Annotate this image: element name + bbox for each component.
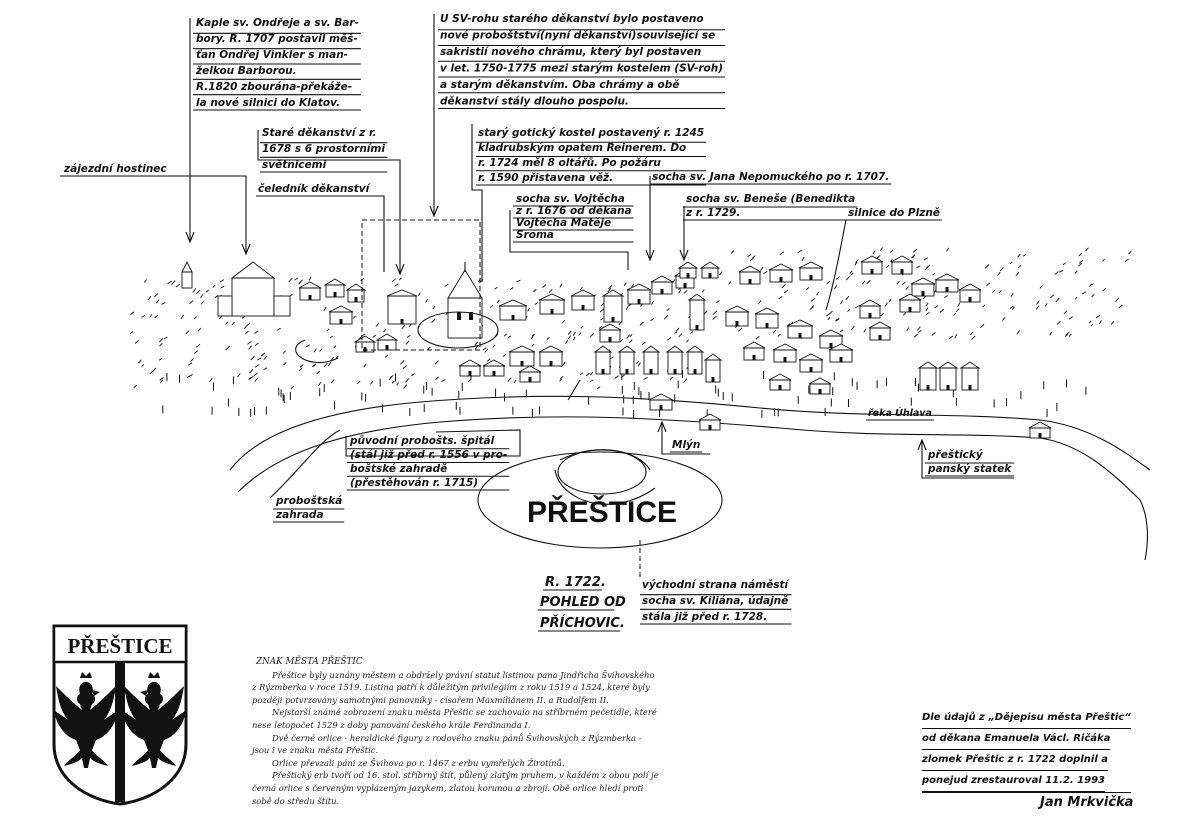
- label-line: (stál již před r. 1556 v pro-: [350, 449, 507, 461]
- label-line: děkanství stály dlouho pospolu.: [440, 96, 629, 108]
- label-line: přeštický: [927, 449, 984, 461]
- label-statek: přeštický panský statek: [927, 449, 1012, 475]
- coat-paragraph: Přeštice byly uznány městem a obdržely p…: [252, 669, 655, 705]
- map-title: PŘEŠTICE: [527, 495, 677, 529]
- church-building: [417, 262, 499, 349]
- label-spital: původní probošts. špitál (stál již před r…: [349, 434, 507, 489]
- label-stare-dekanstvi: Staré děkanství z r. 1678 s 6 prostorními…: [262, 127, 385, 171]
- credit-line: od děkana Emanuela Václ. Ričáka: [922, 729, 1111, 750]
- label-line: socha sv. Vojtěcha: [516, 193, 625, 205]
- label-probostvi: U SV-rohu starého děkanství bylo postave…: [440, 13, 723, 108]
- label-line: stála již před r. 1728.: [642, 611, 767, 623]
- label-line: Staré děkanství z r.: [262, 127, 377, 139]
- label-line: boštské zahradě: [350, 463, 447, 475]
- coat-paragraph: Orlice převzali páni ze Švihova po r. 14…: [272, 757, 565, 768]
- label-line: socha sv. Kiliána, údajně: [642, 595, 788, 607]
- label-line: v let. 1750-1775 mezi starým kostelem (S…: [440, 63, 723, 75]
- label-line: Vojtěcha Matěje: [516, 217, 611, 229]
- coat-description: ZNAK MĚSTA PŘEŠTIC Přeštice byly uznány …: [252, 656, 660, 807]
- label-line: panský statek: [927, 463, 1012, 475]
- coat-name: PŘEŠTICE: [67, 634, 172, 658]
- label-line: z r. 1676 od děkana: [515, 205, 632, 217]
- label-namesti: východní strana náměstí socha sv. Kiliána…: [642, 579, 789, 623]
- coat-paragraphs: Přeštice byly uznány městem a obdržely p…: [252, 669, 660, 808]
- label-line: starý gotický kostel postavený r. 1245: [478, 127, 704, 139]
- label-uhlava: řeka Úhlava: [868, 407, 932, 419]
- label-line: r. 1724 měl 8 oltářů. Po požáru: [478, 156, 661, 169]
- label-line: východní strana náměstí: [642, 579, 789, 591]
- label-celednik: čeledník děkanství: [258, 183, 371, 195]
- signature: Jan Mrkvička: [1040, 795, 1134, 810]
- river-bank-south: [237, 416, 1148, 561]
- credit-line: zlomek Přeštic z r. 1722 doplnil a: [922, 750, 1108, 771]
- coat-heading: ZNAK MĚSTA PŘEŠTIC: [256, 657, 363, 667]
- label-line: a starým děkanstvím. Oba chrámy a obě: [440, 79, 679, 91]
- map-texture: [129, 247, 1132, 418]
- label-mlyn: Mlýn: [672, 439, 700, 451]
- label-hostinec: zájezdní hostinec: [63, 163, 167, 175]
- eagle-right-icon: [122, 672, 186, 768]
- label-line: proboštská: [275, 495, 342, 507]
- label-line: nové proboštství(nyní děkanství)souvisej…: [440, 30, 715, 42]
- label-line: Kaple sv. Ondřeje a sv. Bar-: [196, 17, 359, 29]
- kaple-building: [181, 260, 291, 317]
- label-line: z r. 1729.: [685, 207, 740, 219]
- river-bank-north: [229, 395, 1151, 471]
- label-nepomucky: socha sv. Jana Nepomuckého po r. 1707.: [652, 171, 889, 183]
- label-line: zahrada: [275, 509, 324, 521]
- label-line: la nové silnici do Klatov.: [196, 97, 340, 109]
- label-kostel: starý gotický kostel postavený r. 1245 kl…: [478, 127, 704, 184]
- label-benes: socha sv. Beneše (Benedikta z r. 1729.: [685, 193, 855, 219]
- label-line: ťan Ondřej Vinkler s man-: [196, 49, 348, 61]
- eagle-left-icon: [54, 672, 118, 768]
- coat-paragraph: Přeštický erb tvoří od 16. stol. stříbrn…: [252, 770, 659, 806]
- town-ring: [557, 449, 647, 495]
- label-kaple: Kaple sv. Ondřeje a sv. Bar-bory. R. 170…: [195, 17, 359, 109]
- shield-bar: [115, 662, 125, 802]
- label-line: R.1820 zbourána-překáže-: [196, 81, 352, 93]
- label-silnice: silnice do Plzně: [848, 207, 940, 219]
- credit-line: Dle údajů z „Dějepisu města Přeštic“: [922, 708, 1131, 729]
- label-line: želkou Barborou.: [195, 65, 297, 77]
- label-line: socha sv. Beneše (Benedikta: [686, 193, 855, 205]
- label-line: Sroma: [516, 229, 554, 241]
- map-view-1: POHLED OD: [540, 595, 626, 610]
- label-line: sakristií nového chrámu, který byl posta…: [440, 46, 701, 58]
- label-line: původní probošts. špitál: [349, 434, 495, 447]
- label-line: (přestěhován r. 1715): [350, 477, 478, 489]
- map-view-2: PŘÍCHOVIC.: [540, 615, 625, 631]
- probostvi-dashed-frame: [361, 219, 481, 351]
- coat-paragraph: Dvě černé orlice - heraldické figury z r…: [252, 732, 642, 756]
- credit-note: Dle údajů z „Dějepisu města Přeštic“od d…: [922, 708, 1162, 814]
- label-line: světnicemi: [262, 159, 327, 171]
- coat-paragraph: Nejstarší známé zobrazení znaku města Př…: [252, 707, 657, 730]
- label-line: r. 1590 přistavena věž.: [478, 172, 613, 184]
- coat-of-arms: PŘEŠTICE: [52, 624, 188, 806]
- label-line: bory. R. 1707 postavil měš-: [196, 33, 358, 45]
- label-line: kladrubským opatem Reinerem. Do: [478, 142, 686, 154]
- town-oval: [477, 451, 723, 549]
- map-buildings: [298, 255, 1052, 439]
- label-line: U SV-rohu starého děkanství bylo postave…: [440, 13, 704, 25]
- label-zahrada: proboštská zahrada: [275, 495, 342, 521]
- label-line: 1678 s 6 prostorními: [262, 143, 385, 155]
- map-date: R. 1722.: [545, 575, 606, 590]
- credit-line: ponejud zrestauroval 11.2. 1993: [922, 771, 1106, 792]
